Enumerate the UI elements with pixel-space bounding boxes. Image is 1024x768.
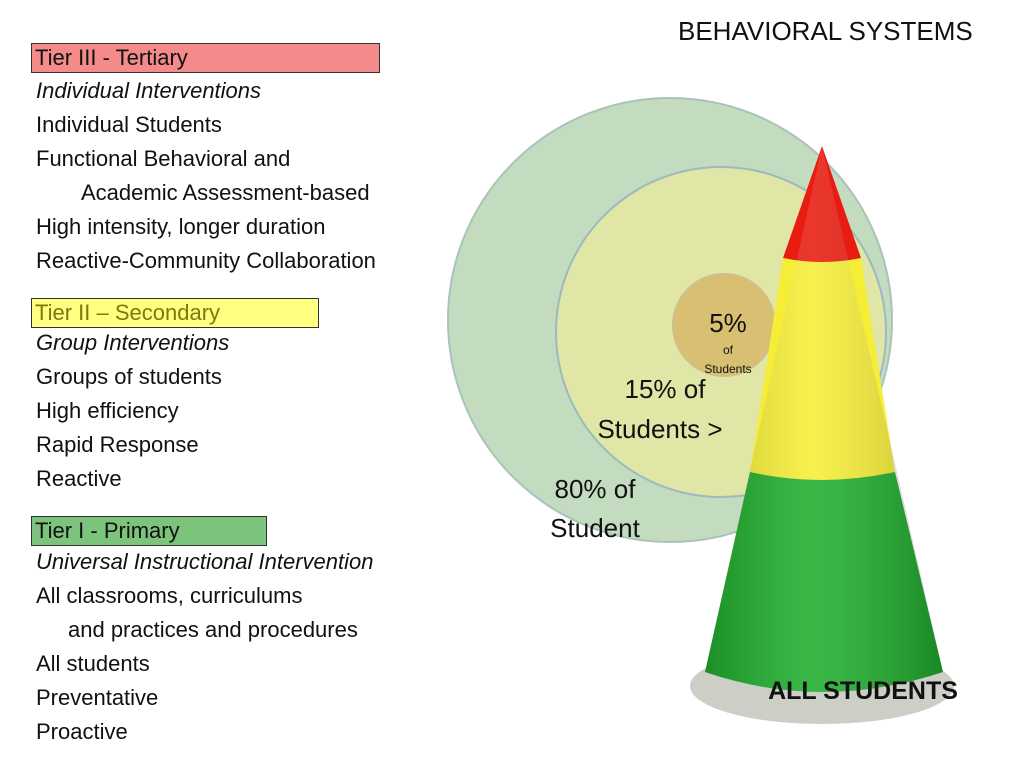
tier1-line: Proactive (36, 719, 128, 744)
tier-cone (690, 146, 954, 724)
tier3-line: Reactive-Community Collaboration (36, 248, 376, 273)
middle-percent-label: 15% of (624, 374, 706, 404)
tier3-line: Academic Assessment-based (81, 180, 370, 205)
tier1-heading: Tier I - Primary (31, 516, 267, 546)
tier1-line: Preventative (36, 685, 159, 710)
cone-shading (705, 146, 943, 692)
tier2-heading: Tier II – Secondary (31, 298, 319, 328)
tier1-line: Universal Instructional Intervention (36, 549, 374, 574)
tier2-line: Group Interventions (36, 330, 230, 355)
outer-students-label: Student (550, 513, 640, 543)
inner-of-label: of (722, 343, 733, 357)
slide-title: BEHAVIORAL SYSTEMS (678, 16, 973, 46)
inner-students-label: Students (704, 362, 752, 376)
middle-students-label: Students > (597, 414, 723, 444)
tier3-line: Functional Behavioral and (36, 146, 291, 171)
tier1-line: All students (36, 651, 150, 676)
inner-percent-label: 5% (709, 308, 747, 338)
tier3-heading: Tier III - Tertiary (31, 43, 380, 73)
tier3-line: Individual Students (36, 112, 222, 137)
tier1-line: and practices and procedures (68, 617, 358, 642)
all-students-label: ALL STUDENTS (768, 677, 958, 705)
tier2-line: Groups of students (36, 364, 222, 389)
tier3-line: High intensity, longer duration (36, 214, 326, 239)
outer-percent-label: 80% of (554, 474, 636, 504)
tier2-line: Rapid Response (36, 432, 199, 457)
tier2-line: Reactive (36, 466, 122, 491)
tier1-line: All classrooms, curriculums (36, 583, 303, 608)
tier3-line: Individual Interventions (36, 78, 262, 103)
tier2-line: High efficiency (36, 398, 179, 423)
